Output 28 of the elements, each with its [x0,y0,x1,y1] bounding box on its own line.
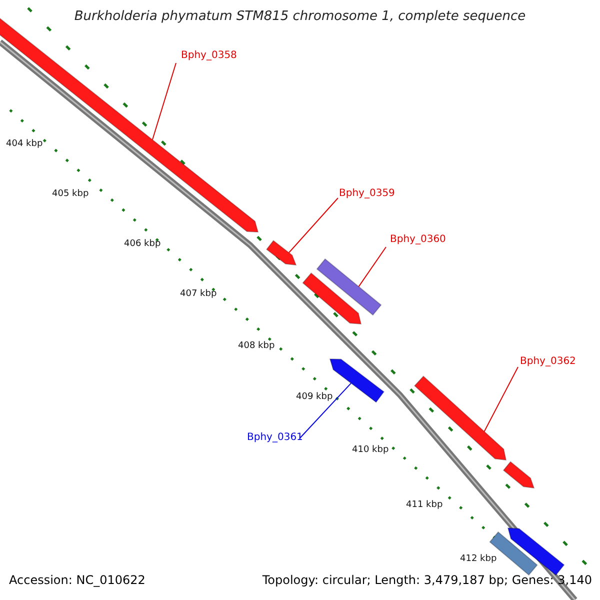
tick-label: 408 kbp [238,342,275,352]
gene-label: Bphy_0360 [390,234,446,245]
tick-label: 411 kbp [406,501,443,511]
gene-feature [266,240,297,266]
gene-label: Bphy_0358 [181,50,237,61]
gene-feature [502,461,535,489]
title: Burkholderia phymatum STM815 chromosome 1, complete sequence [73,10,527,24]
footer-text: Topology: circular; Length: 3,479,187 bp; Genes: 3,140 [262,574,592,588]
footer-text: Accession: NC_010622 [9,574,146,588]
gene-feature [302,272,362,325]
tick-label: 404 kbp [6,140,43,150]
gene-feature [316,258,382,316]
gene-label: Bphy_0361 [247,432,303,443]
gene-feature [414,376,507,461]
gene-feature [507,527,565,576]
tick-label: 407 kbp [180,290,217,300]
tick-label: 410 kbp [352,446,389,456]
leader-line [288,198,338,254]
tick-label: 405 kbp [52,190,89,200]
leader-line [358,246,386,288]
leader-line [300,382,352,438]
gene-label: Bphy_0362 [520,356,576,367]
tick-label: 406 kbp [124,240,161,250]
gene-label: Bphy_0359 [339,188,395,199]
tick-label: 409 kbp [296,393,333,403]
tick-label: 412 kbp [460,555,497,565]
leader-line [152,62,176,140]
leader-line [484,366,518,432]
